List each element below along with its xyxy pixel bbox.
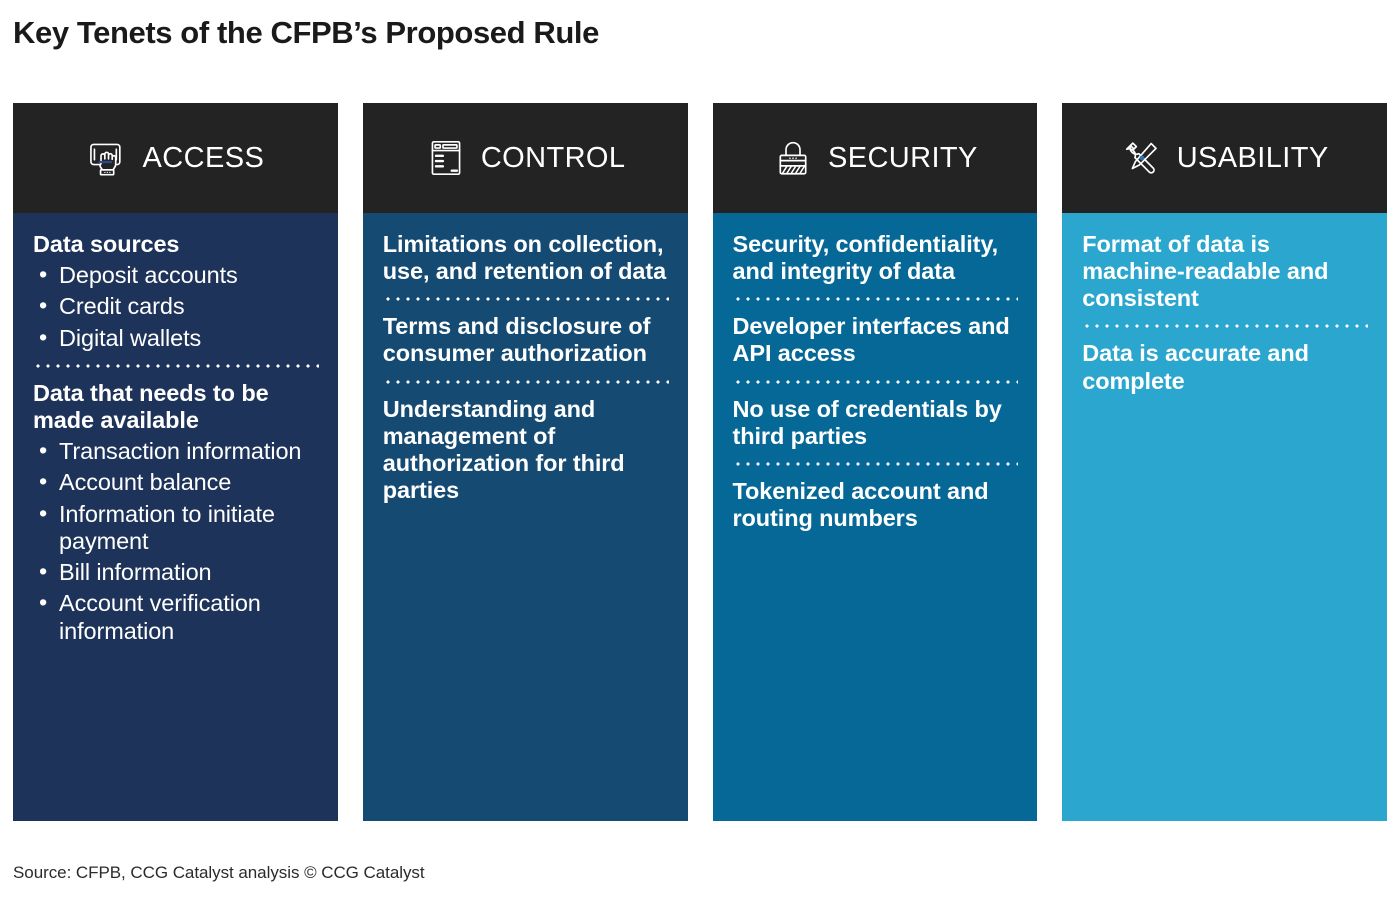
column-header-control: CONTROL xyxy=(362,103,688,213)
padlock-icon xyxy=(772,137,814,179)
group-heading: Data that needs to be made available xyxy=(33,379,269,434)
dotted-divider xyxy=(382,297,669,302)
statement: Data is accurate and complete xyxy=(1082,340,1309,394)
hand-tap-tablet-icon xyxy=(87,137,129,179)
group-heading: Data sources xyxy=(33,231,180,257)
statement: Limitations on collection, use, and rete… xyxy=(382,231,667,285)
list-item: Transaction information xyxy=(33,437,319,465)
tenet-column-security: SECURITY Security, confidentiality, and … xyxy=(712,103,1038,821)
content-group: Data that needs to be made available Tra… xyxy=(33,380,319,645)
list-item: Account verification information xyxy=(33,589,319,645)
statement: Developer interfaces and API access xyxy=(732,313,1010,367)
column-title-security: SECURITY xyxy=(827,141,978,174)
column-header-access: ACCESS xyxy=(13,103,338,213)
list-item: Digital wallets xyxy=(33,324,319,352)
column-body-control: Limitations on collection, use, and rete… xyxy=(362,213,688,821)
tenet-column-access: ACCESS Data sources Deposit accounts Cre… xyxy=(13,103,338,821)
statement: No use of credentials by third parties xyxy=(732,395,1002,449)
column-title-access: ACCESS xyxy=(142,141,265,174)
statement: Terms and disclosure of consumer authori… xyxy=(382,313,651,367)
column-body-access: Data sources Deposit accounts Credit car… xyxy=(13,213,338,821)
dotted-divider xyxy=(382,379,669,384)
source-note: Source: CFPB, CCG Catalyst analysis © CC… xyxy=(13,863,425,882)
column-title-usability: USABILITY xyxy=(1176,141,1329,174)
column-header-usability: USABILITY xyxy=(1062,103,1387,213)
list-item: Deposit accounts xyxy=(33,261,319,289)
browser-window-icon xyxy=(425,137,467,179)
tenet-column-usability: USABILITY Format of data is machine-read… xyxy=(1062,103,1387,821)
statement: Security, confidentiality, and integrity… xyxy=(732,231,999,285)
statement: Format of data is machine-readable and c… xyxy=(1082,231,1329,312)
statement: Tokenized account and routing numbers xyxy=(732,477,989,531)
list-item: Credit cards xyxy=(33,292,319,320)
column-body-usability: Format of data is machine-readable and c… xyxy=(1062,213,1387,821)
dotted-divider xyxy=(732,379,1019,384)
bullet-list: Transaction information Account balance … xyxy=(33,437,319,645)
content-group: Data sources Deposit accounts Credit car… xyxy=(33,231,319,352)
page-title: Key Tenets of the CFPB’s Proposed Rule xyxy=(13,15,599,50)
list-item: Information to initiate payment xyxy=(33,500,319,556)
bullet-list: Deposit accounts Credit cards Digital wa… xyxy=(33,261,319,352)
column-body-security: Security, confidentiality, and integrity… xyxy=(712,213,1038,821)
column-header-security: SECURITY xyxy=(712,103,1038,213)
tenet-columns: ACCESS Data sources Deposit accounts Cre… xyxy=(13,103,1387,821)
list-item: Account balance xyxy=(33,468,319,496)
list-item: Bill information xyxy=(33,558,319,586)
dotted-divider xyxy=(33,363,319,368)
tenet-column-control: CONTROL Limitations on collection, use, … xyxy=(362,103,688,821)
dotted-divider xyxy=(732,297,1019,302)
wrench-screwdriver-icon xyxy=(1121,137,1163,179)
statement: Understanding and management of authoriz… xyxy=(382,395,625,503)
column-title-control: CONTROL xyxy=(480,141,626,174)
dotted-divider xyxy=(1082,324,1368,329)
dotted-divider xyxy=(732,461,1019,466)
